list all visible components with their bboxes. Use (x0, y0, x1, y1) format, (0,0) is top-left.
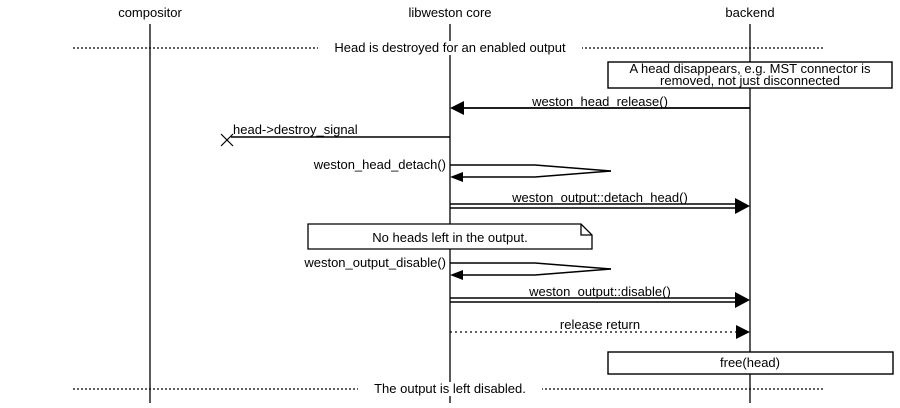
divider-label-bg-top (318, 41, 582, 55)
arrowhead-left-icon (450, 270, 463, 280)
self-message-loop-head-detach (463, 170, 612, 178)
note-box-head-disappears (607, 61, 893, 89)
actor-label-compositor: compositor (118, 5, 182, 20)
arrowhead-right-icon (735, 198, 750, 214)
actor-label-libweston-core: libweston core (408, 5, 491, 20)
message-label-head-release: weston_head_release() (531, 94, 668, 109)
message-label-head-detach: weston_head_detach() (313, 157, 446, 172)
lost-message-x-icon (220, 133, 234, 147)
note-fold-icon (580, 224, 592, 236)
note-text-head-disappears-line2: removed, not just disconnected (660, 73, 840, 88)
message-label-detach-head: weston_output::detach_head() (511, 190, 688, 205)
arrowhead-left-icon (450, 172, 463, 182)
note-text-head-disappears-line1: A head disappears, e.g. MST connector is (629, 61, 871, 76)
arrowhead-right-icon (736, 325, 750, 339)
action-box-free-head (607, 351, 894, 375)
message-label-destroy-signal: head->destroy_signal (233, 122, 358, 137)
action-box-label-free-head: free(head) (720, 355, 780, 370)
arrowhead-left-icon (450, 101, 464, 115)
note-text-no-heads-left: No heads left in the output. (372, 230, 527, 245)
message-label-release-return: release return (560, 317, 640, 332)
self-message-loop-output-disable (463, 268, 612, 276)
divider-label-bottom: The output is left disabled. (374, 381, 526, 396)
self-message-loop-head-detach (450, 164, 612, 172)
actor-label-backend: backend (725, 5, 774, 20)
divider-label-bg-bottom (358, 382, 542, 396)
message-label-disable: weston_output::disable() (528, 284, 671, 299)
note-box-no-heads-left (307, 223, 593, 250)
message-label-output-disable: weston_output_disable() (303, 255, 446, 270)
arrowhead-right-icon (735, 292, 750, 308)
divider-label-top: Head is destroyed for an enabled output (334, 40, 566, 55)
self-message-loop-output-disable (450, 262, 612, 270)
